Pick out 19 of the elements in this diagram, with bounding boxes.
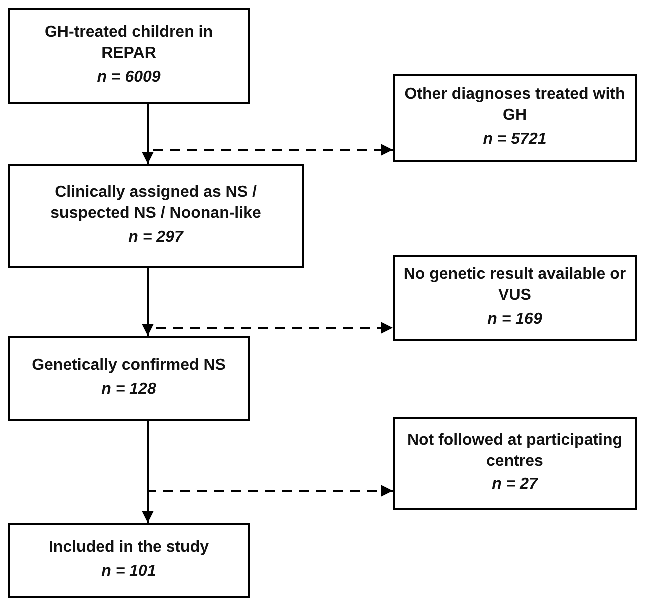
process-box — [8, 164, 304, 268]
count-label: n = 5721 — [483, 130, 547, 150]
count-label: n = 169 — [488, 310, 542, 330]
count-label: n = 128 — [102, 380, 156, 400]
arrow — [142, 268, 154, 336]
count-label: n = 27 — [492, 475, 538, 496]
count-label: n = 101 — [102, 562, 156, 582]
count-label: n = 297 — [128, 228, 184, 248]
process-box — [393, 255, 637, 341]
process-box — [8, 523, 250, 598]
process-box — [8, 8, 250, 104]
count-label: n = 6009 — [97, 68, 161, 88]
process-box — [393, 417, 637, 510]
process-box — [393, 74, 637, 162]
process-box — [8, 336, 250, 421]
arrow — [142, 104, 154, 164]
arrow — [142, 421, 154, 523]
box-title: Genetically confirmed NS — [32, 356, 226, 376]
box-title: Included in the study — [48, 538, 209, 558]
